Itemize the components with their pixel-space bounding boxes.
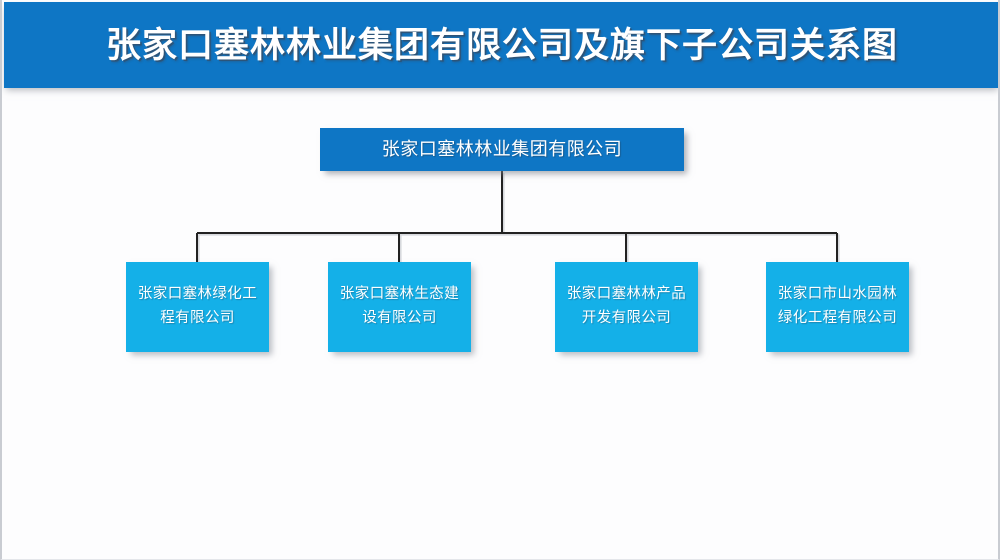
org-node-subsidiary-2-label: 张家口塞林生态建设有限公司 — [339, 286, 460, 326]
org-node-subsidiary-1-label: 张家口塞林绿化工程有限公司 — [137, 286, 258, 326]
org-node-subsidiary-4-label: 张家口市山水园林绿化工程有限公司 — [777, 286, 898, 326]
org-node-root[interactable]: 张家口塞林林业集团有限公司 — [320, 128, 684, 171]
org-node-subsidiary-2[interactable]: 张家口塞林生态建设有限公司 — [328, 262, 471, 352]
org-node-subsidiary-3-label: 张家口塞林林产品开发有限公司 — [566, 286, 687, 326]
connector-lines — [196, 171, 840, 264]
page-title: 张家口塞林林业集团有限公司及旗下子公司关系图 — [105, 25, 898, 65]
org-node-subsidiary-1[interactable]: 张家口塞林绿化工程有限公司 — [126, 262, 269, 352]
org-node-subsidiary-3[interactable]: 张家口塞林林产品开发有限公司 — [555, 262, 698, 352]
org-chart: 张家口塞林林业集团有限公司 张家口塞林绿化工程有限公司 张家口塞林生态建设有限公… — [2, 88, 998, 559]
org-node-root-label: 张家口塞林林业集团有限公司 — [381, 139, 623, 160]
title-banner: 张家口塞林林业集团有限公司及旗下子公司关系图 — [4, 2, 998, 88]
org-node-subsidiary-4[interactable]: 张家口市山水园林绿化工程有限公司 — [766, 262, 909, 352]
